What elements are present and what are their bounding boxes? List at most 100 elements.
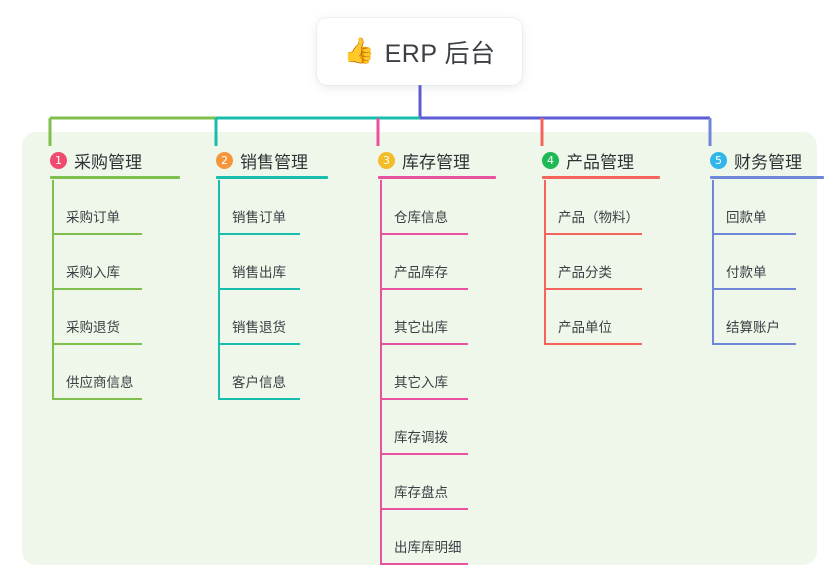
leaf-node[interactable]: 产品分类 [526, 235, 642, 290]
leaf-node[interactable]: 采购退货 [34, 290, 142, 345]
leaf-node[interactable]: 库存调拨 [362, 400, 470, 455]
leaf-node-underline [712, 233, 796, 235]
leaf-node-underline [218, 398, 300, 400]
thumbs-up-icon: 👍 [343, 37, 375, 65]
branch-underline-1 [50, 176, 180, 179]
leaf-node[interactable]: 产品库存 [362, 235, 470, 290]
leaf-node-underline [380, 508, 468, 510]
branch-underline-2 [216, 176, 328, 179]
branch-title-1: 采购管理 [74, 152, 142, 172]
branch-header-5[interactable]: 5 财务管理 [694, 146, 824, 179]
leaf-node-label: 结算账户 [726, 320, 780, 335]
root-node-erp-backend[interactable]: 👍 ERP 后台 [317, 18, 522, 85]
leaf-node-underline [544, 233, 642, 235]
branch-title-2: 销售管理 [240, 152, 308, 172]
leaf-node-label: 客户信息 [232, 375, 286, 390]
branch-title-4: 产品管理 [566, 152, 634, 172]
leaf-node-underline [52, 343, 142, 345]
leaf-node-underline [380, 233, 468, 235]
leaf-node-underline [218, 288, 300, 290]
branch-items-1: 采购订单采购入库采购退货供应商信息 [34, 180, 142, 400]
leaf-node-underline [712, 343, 796, 345]
branch-spine-2 [218, 180, 220, 400]
leaf-node-underline [380, 398, 468, 400]
leaf-node[interactable]: 客户信息 [200, 345, 308, 400]
branch-spine-1 [52, 180, 54, 400]
leaf-node-label: 库存调拨 [394, 430, 448, 445]
leaf-node[interactable]: 销售出库 [200, 235, 308, 290]
leaf-node-label: 采购入库 [66, 265, 120, 280]
leaf-node[interactable]: 产品单位 [526, 290, 642, 345]
branch-items-4: 产品（物料） 产品分类产品单位 [526, 180, 642, 345]
diagram-background-panel [22, 132, 817, 565]
branch-column-3: 3 库存管理仓库信息产品库存其它出库其它入库库存调拨库存盘点出库库明细 [362, 146, 496, 565]
leaf-node-label: 采购退货 [66, 320, 120, 335]
root-node-content: 👍 ERP 后台 [343, 34, 495, 70]
branch-items-5: 回款单付款单结算账户 [694, 180, 802, 345]
leaf-node[interactable]: 出库库明细 [362, 510, 470, 565]
leaf-node-label: 出库库明细 [394, 540, 462, 555]
branch-number-badge-1: 1 [50, 151, 67, 169]
leaf-node-underline [52, 398, 142, 400]
branch-number-badge-3: 3 [378, 151, 395, 169]
branch-underline-5 [710, 176, 824, 179]
branch-underline-3 [378, 176, 496, 179]
branch-underline-4 [542, 176, 660, 179]
branch-header-4[interactable]: 4 产品管理 [526, 146, 660, 179]
leaf-node[interactable]: 供应商信息 [34, 345, 142, 400]
leaf-node-underline [544, 288, 642, 290]
root-node-title: ERP 后台 [384, 39, 496, 68]
leaf-node-label: 库存盘点 [394, 485, 448, 500]
leaf-node-label: 回款单 [726, 210, 767, 225]
branch-header-1[interactable]: 1 采购管理 [34, 146, 180, 179]
leaf-node[interactable]: 回款单 [694, 180, 802, 235]
leaf-node[interactable]: 结算账户 [694, 290, 802, 345]
leaf-node-underline [218, 233, 300, 235]
branch-spine-5 [712, 180, 714, 345]
leaf-node-label: 产品单位 [558, 320, 612, 335]
leaf-node[interactable]: 仓库信息 [362, 180, 470, 235]
branch-title-3: 库存管理 [402, 152, 470, 172]
branch-number-badge-5: 5 [710, 151, 727, 169]
leaf-node[interactable]: 采购入库 [34, 235, 142, 290]
leaf-node-underline [380, 563, 468, 565]
branch-title-5: 财务管理 [734, 152, 802, 172]
leaf-node-underline [380, 453, 468, 455]
branch-spine-4 [544, 180, 546, 345]
leaf-node[interactable]: 销售退货 [200, 290, 308, 345]
leaf-node-label: 仓库信息 [394, 210, 448, 225]
leaf-node-label: 产品分类 [558, 265, 612, 280]
leaf-node[interactable]: 采购订单 [34, 180, 142, 235]
leaf-node-underline [544, 343, 642, 345]
leaf-node[interactable]: 产品（物料） [526, 180, 642, 235]
leaf-node-underline [380, 343, 468, 345]
leaf-node[interactable]: 付款单 [694, 235, 802, 290]
branch-column-1: 1 采购管理采购订单采购入库采购退货供应商信息 [34, 146, 180, 400]
leaf-node-label: 付款单 [726, 265, 767, 280]
leaf-node-label: 销售退货 [232, 320, 286, 335]
leaf-node-underline [52, 233, 142, 235]
leaf-node-label: 供应商信息 [66, 375, 134, 390]
leaf-node-underline [380, 288, 468, 290]
leaf-node[interactable]: 销售订单 [200, 180, 308, 235]
branch-items-2: 销售订单销售出库销售退货客户信息 [200, 180, 308, 400]
leaf-node-underline [218, 343, 300, 345]
leaf-node-underline [52, 288, 142, 290]
branch-number-badge-4: 4 [542, 151, 559, 169]
leaf-node[interactable]: 其它出库 [362, 290, 470, 345]
leaf-node-label: 其它出库 [394, 320, 448, 335]
branch-items-3: 仓库信息产品库存其它出库其它入库库存调拨库存盘点出库库明细 [362, 180, 470, 565]
leaf-node-label: 产品（物料） [558, 210, 639, 225]
leaf-node-label: 其它入库 [394, 375, 448, 390]
leaf-node-label: 产品库存 [394, 265, 448, 280]
leaf-node-label: 销售出库 [232, 265, 286, 280]
leaf-node[interactable]: 其它入库 [362, 345, 470, 400]
branch-header-3[interactable]: 3 库存管理 [362, 146, 496, 179]
branch-column-4: 4 产品管理产品（物料） 产品分类产品单位 [526, 146, 660, 345]
leaf-node[interactable]: 库存盘点 [362, 455, 470, 510]
branch-column-5: 5 财务管理回款单付款单结算账户 [694, 146, 824, 345]
branch-spine-3 [380, 180, 382, 565]
leaf-node-label: 销售订单 [232, 210, 286, 225]
